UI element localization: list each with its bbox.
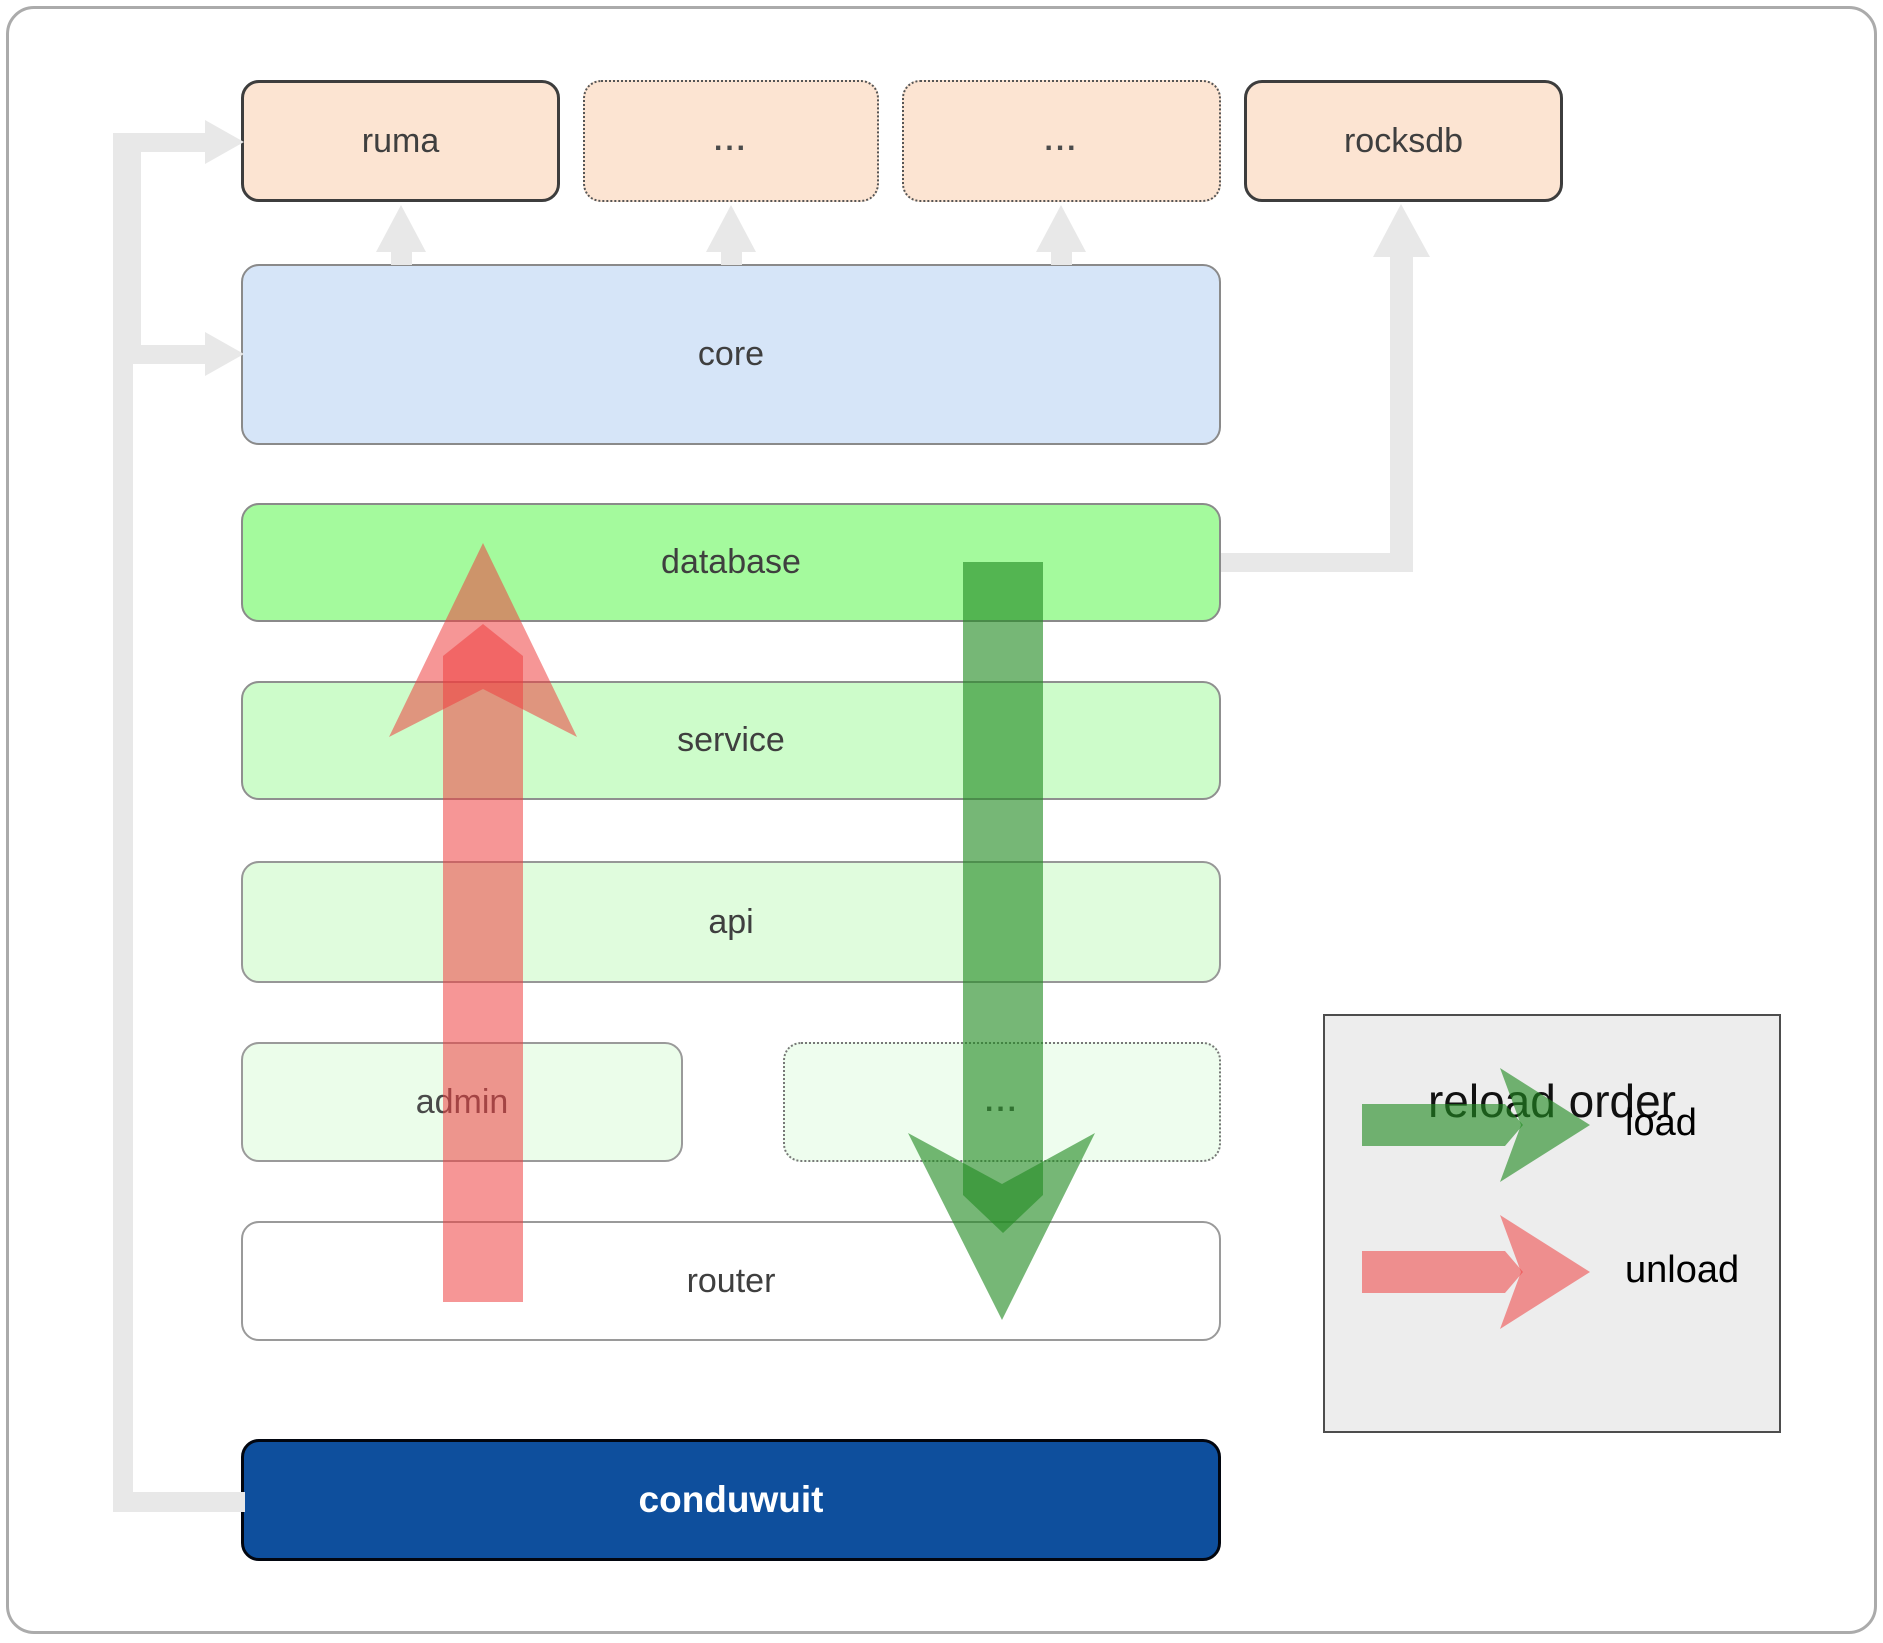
legend-title: reload order — [1427, 1075, 1677, 1127]
node-ellipsis-1-label: ... — [713, 124, 748, 157]
node-ellipsis-3-label: ... — [984, 1085, 1019, 1118]
node-service-label: service — [677, 721, 785, 759]
node-admin: admin — [241, 1042, 683, 1162]
node-ellipsis-3: ... — [783, 1042, 1221, 1162]
node-database-label: database — [661, 543, 801, 581]
node-ellipsis-2: ... — [902, 80, 1221, 202]
node-ruma-label: ruma — [361, 121, 440, 160]
node-rocksdb: rocksdb — [1244, 80, 1563, 202]
node-rocksdb-label: rocksdb — [1343, 121, 1464, 160]
legend-unload-label: unload — [1625, 1249, 1740, 1291]
node-ellipsis-1: ... — [583, 80, 879, 202]
node-ellipsis-2-label: ... — [1044, 124, 1079, 157]
node-ruma: ruma — [241, 80, 560, 202]
node-api-label: api — [708, 902, 754, 941]
node-api: api — [241, 861, 1221, 983]
node-core-label: core — [697, 335, 765, 373]
node-conduwuit: conduwuit — [241, 1439, 1221, 1561]
node-service: service — [241, 681, 1221, 800]
node-conduwuit-label: conduwuit — [638, 1479, 824, 1520]
legend-load-label: load — [1625, 1102, 1697, 1144]
node-database: database — [241, 503, 1221, 622]
node-router-label: router — [686, 1261, 776, 1300]
node-router: router — [241, 1221, 1221, 1341]
node-admin-label: admin — [415, 1082, 509, 1121]
node-core: core — [241, 264, 1221, 445]
